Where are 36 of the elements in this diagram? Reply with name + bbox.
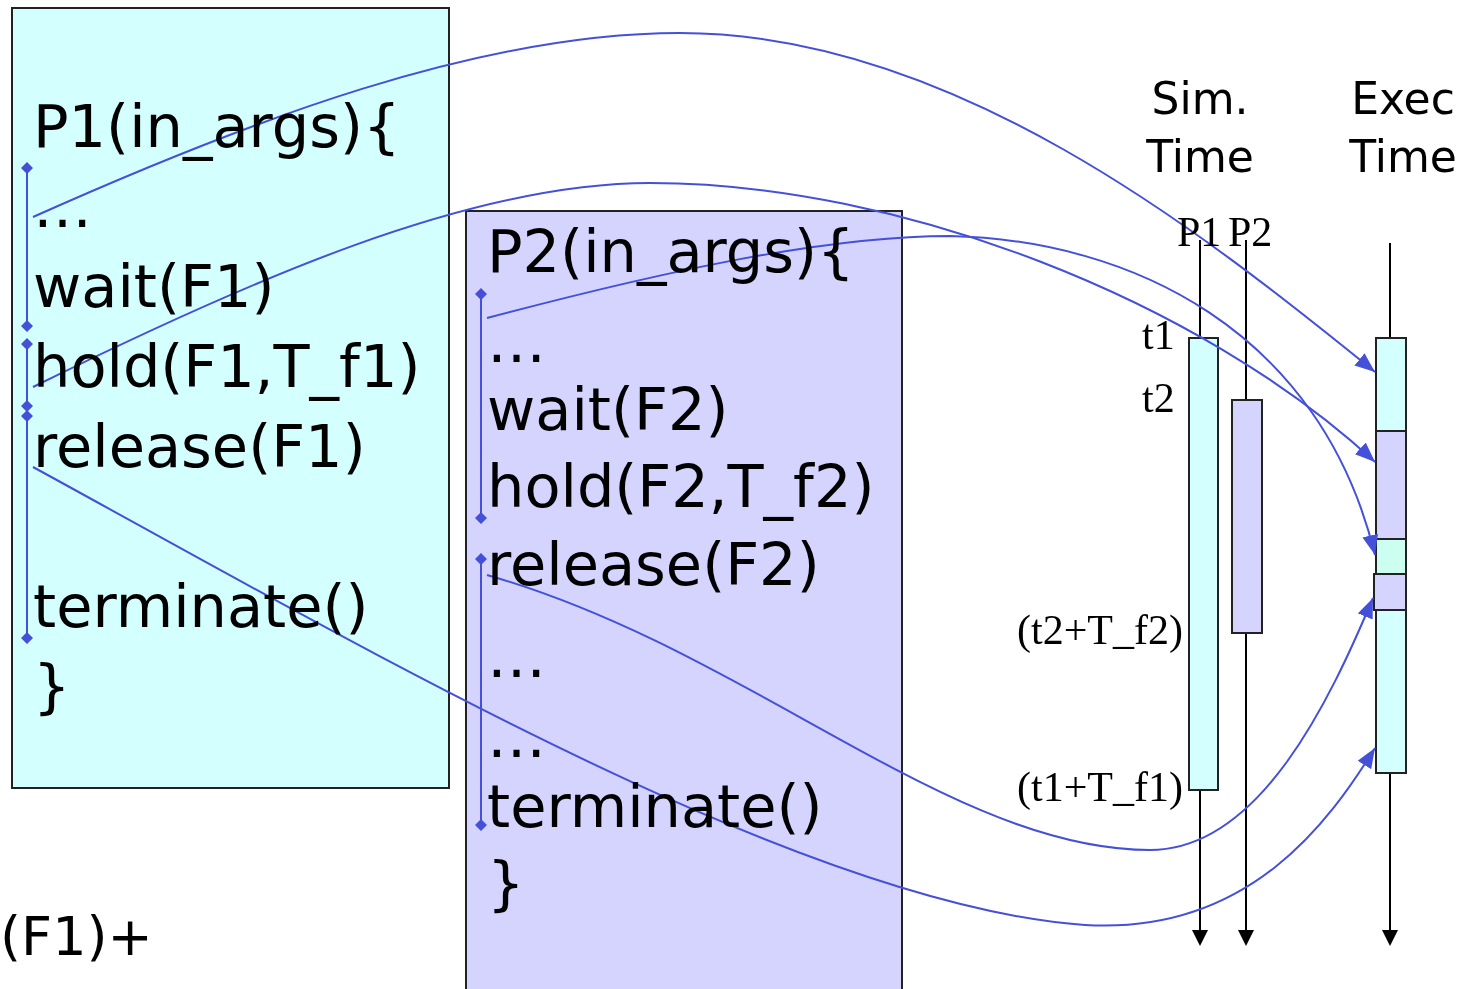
code-line: hold(F2,T_f2) <box>487 451 875 523</box>
code-line: } <box>487 848 525 920</box>
time-segment <box>1375 609 1407 774</box>
time-bar <box>1188 337 1219 791</box>
arrow <box>486 235 1377 556</box>
code-line: … <box>33 171 92 243</box>
arrow <box>32 466 1376 926</box>
axis-title: Exec Time <box>1348 72 1458 184</box>
execution-marker <box>21 338 33 412</box>
time-label: t1 <box>1142 311 1175 360</box>
code-line: } <box>33 651 71 723</box>
code-line: … <box>487 621 546 693</box>
execution-marker <box>21 410 33 644</box>
arrow <box>32 32 1376 373</box>
time-segment <box>1375 538 1407 575</box>
time-bar <box>1231 399 1263 634</box>
time-label: (F1)+ <box>0 905 153 969</box>
code-line: release(F2) <box>487 529 820 601</box>
execution-marker <box>475 553 487 831</box>
time-label: t2 <box>1142 374 1175 423</box>
code-line: P2(in_args){ <box>487 216 855 288</box>
code-box <box>11 7 450 789</box>
time-segment <box>1373 573 1407 611</box>
time-segment <box>1375 430 1407 540</box>
execution-marker <box>21 162 33 332</box>
time-segment <box>1375 337 1407 432</box>
time-label: (t1+T_f1) <box>1016 763 1183 812</box>
code-line: wait(F1) <box>33 251 275 323</box>
axis-title: Sim. Time <box>1145 72 1255 184</box>
time-label: P2 <box>1228 208 1273 257</box>
code-box <box>465 210 903 989</box>
execution-marker <box>475 288 487 524</box>
time-label: (t2+T_f2) <box>1016 606 1183 655</box>
code-line: release(F1) <box>33 411 366 483</box>
arrow <box>486 574 1374 851</box>
code-line: … <box>487 701 546 773</box>
